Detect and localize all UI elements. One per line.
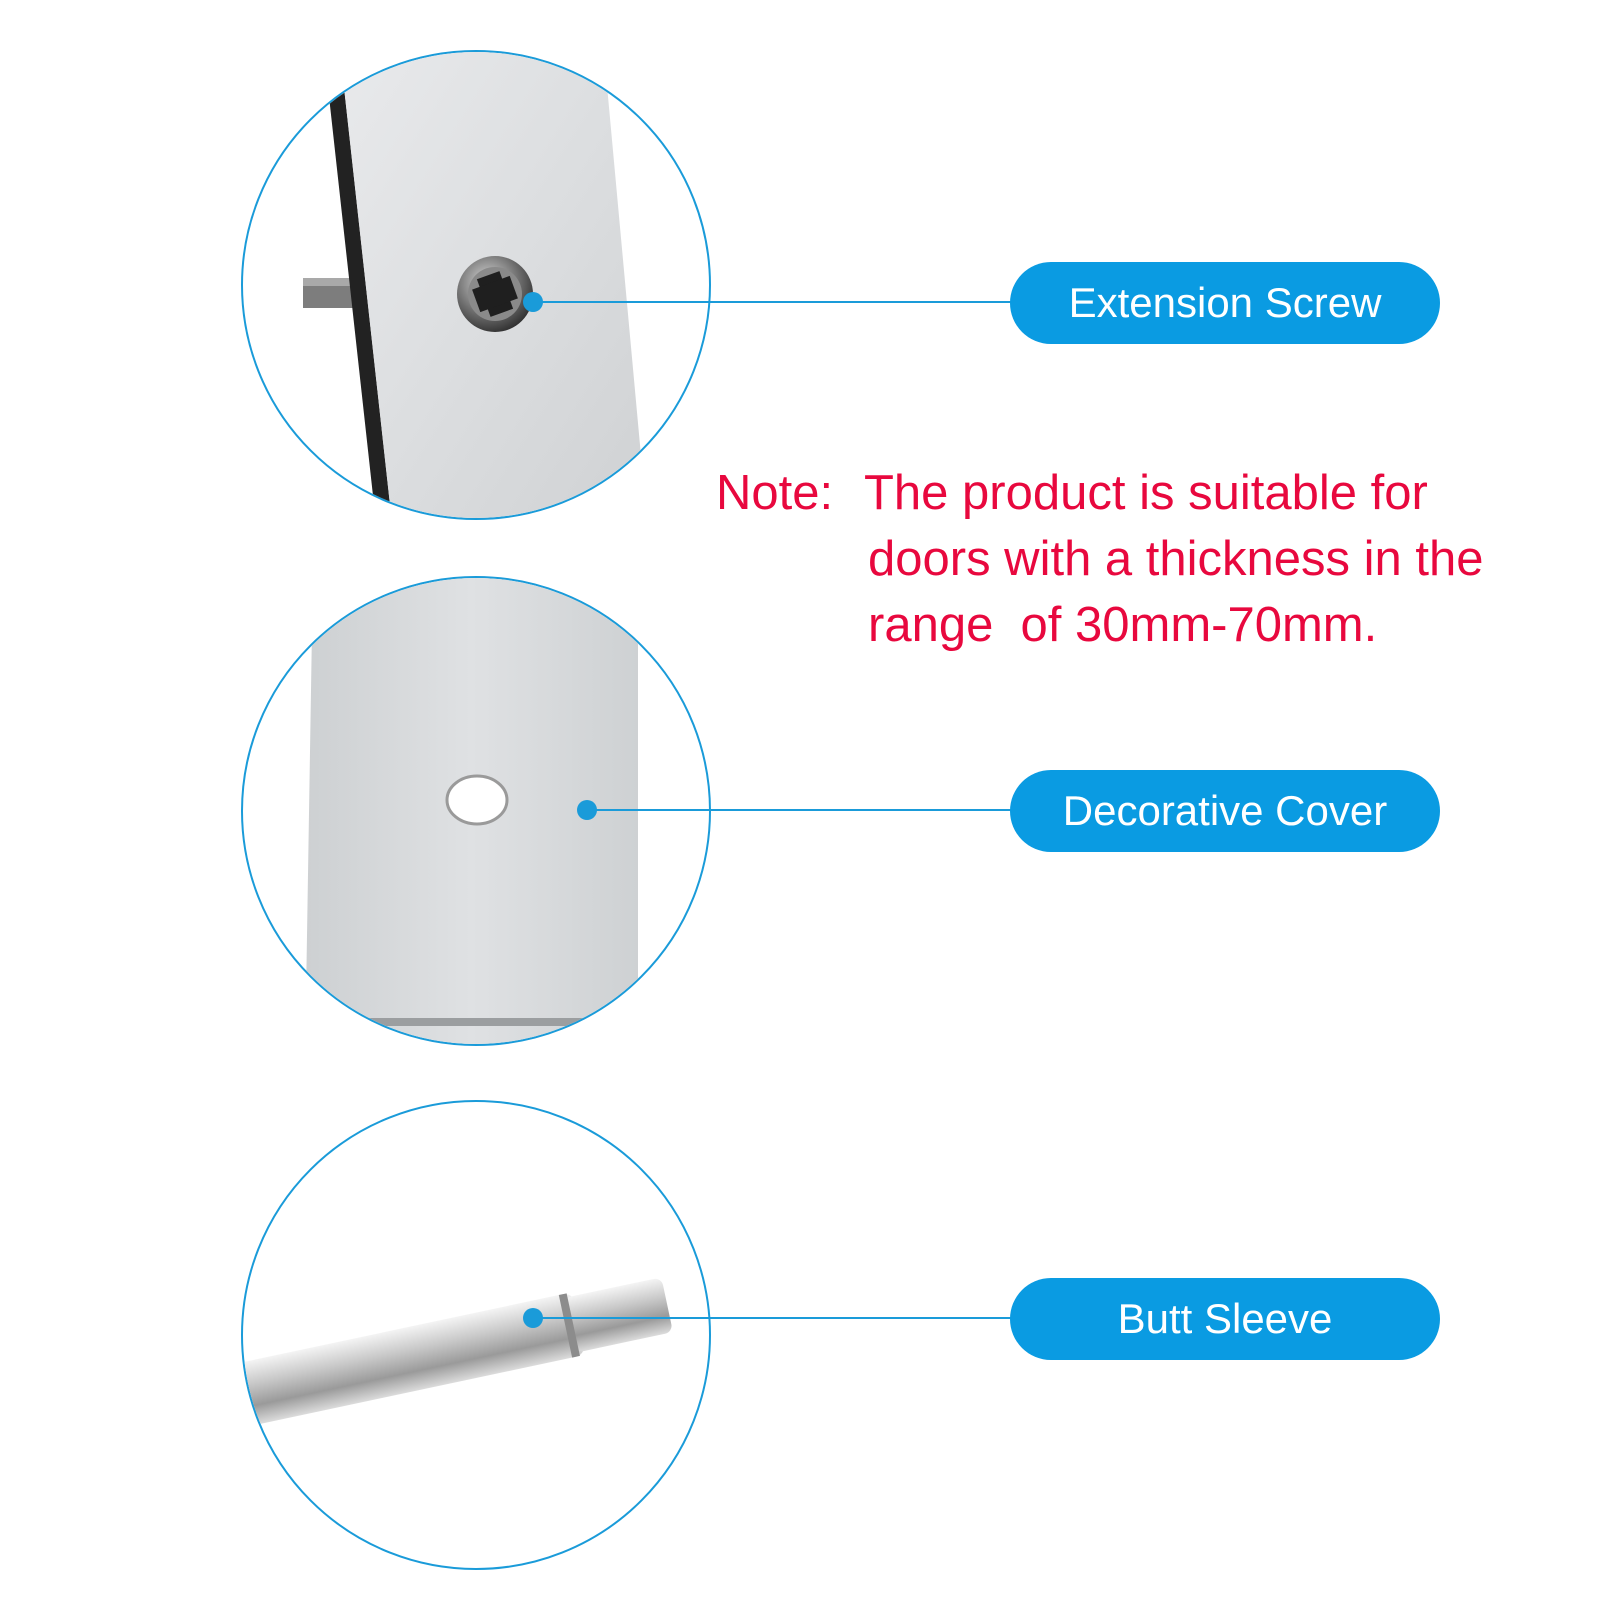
- extension-screw-label: Extension Screw: [1010, 262, 1440, 344]
- extension-screw-connector: [532, 301, 1012, 303]
- decorative-cover-label: Decorative Cover: [1010, 770, 1440, 852]
- note-label: Note:: [716, 466, 834, 520]
- decorative-cover-photo: [241, 576, 711, 1046]
- decorative-cover-marker: [577, 800, 597, 820]
- extension-screw-photo: [241, 50, 711, 520]
- decorative-cover-connector: [586, 809, 1012, 811]
- butt-sleeve-marker: [523, 1308, 543, 1328]
- note-line-2: doors with a thickness in the: [868, 532, 1484, 586]
- butt-sleeve-connector: [532, 1317, 1012, 1319]
- butt-sleeve-photo: [241, 1100, 711, 1570]
- butt-sleeve-label: Butt Sleeve: [1010, 1278, 1440, 1360]
- note-line-3: range of 30mm-70mm.: [868, 598, 1378, 652]
- door-thickness-note: Note: The product is suitable for doors …: [716, 460, 1576, 658]
- extension-screw-marker: [523, 292, 543, 312]
- note-line-1: The product is suitable for: [864, 466, 1428, 520]
